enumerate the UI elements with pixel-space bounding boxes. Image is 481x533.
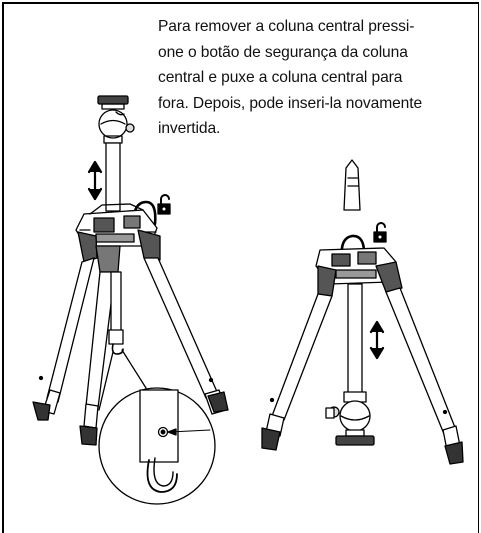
instruction-line-3: central e puxe a coluna central para (158, 69, 403, 86)
double-vertical-arrow-icon (87, 160, 103, 201)
tripod-inverted-column-icon (261, 159, 464, 465)
instruction-line-1: Para remover a coluna central pressi- (158, 18, 415, 35)
frame-right-border (477, 2, 479, 533)
unlocked-padlock-icon (157, 194, 171, 215)
unlocked-padlock-icon (373, 222, 387, 243)
ball-head-icon (97, 95, 135, 144)
double-vertical-arrow-icon (369, 320, 385, 360)
instruction-text: Para remover a coluna central pressi- on… (158, 14, 474, 142)
frame-left-border (2, 2, 4, 533)
instruction-line-4: fora. Depois, pode inseri-la novamente (158, 94, 423, 112)
hook-detail-magnifier-icon (98, 349, 216, 505)
instruction-line-2: one o botão de segurança da coluna (158, 43, 408, 61)
tripod-upright-icon (32, 95, 229, 446)
frame-top-border (2, 2, 479, 4)
instruction-line-5: invertida. (158, 120, 221, 137)
